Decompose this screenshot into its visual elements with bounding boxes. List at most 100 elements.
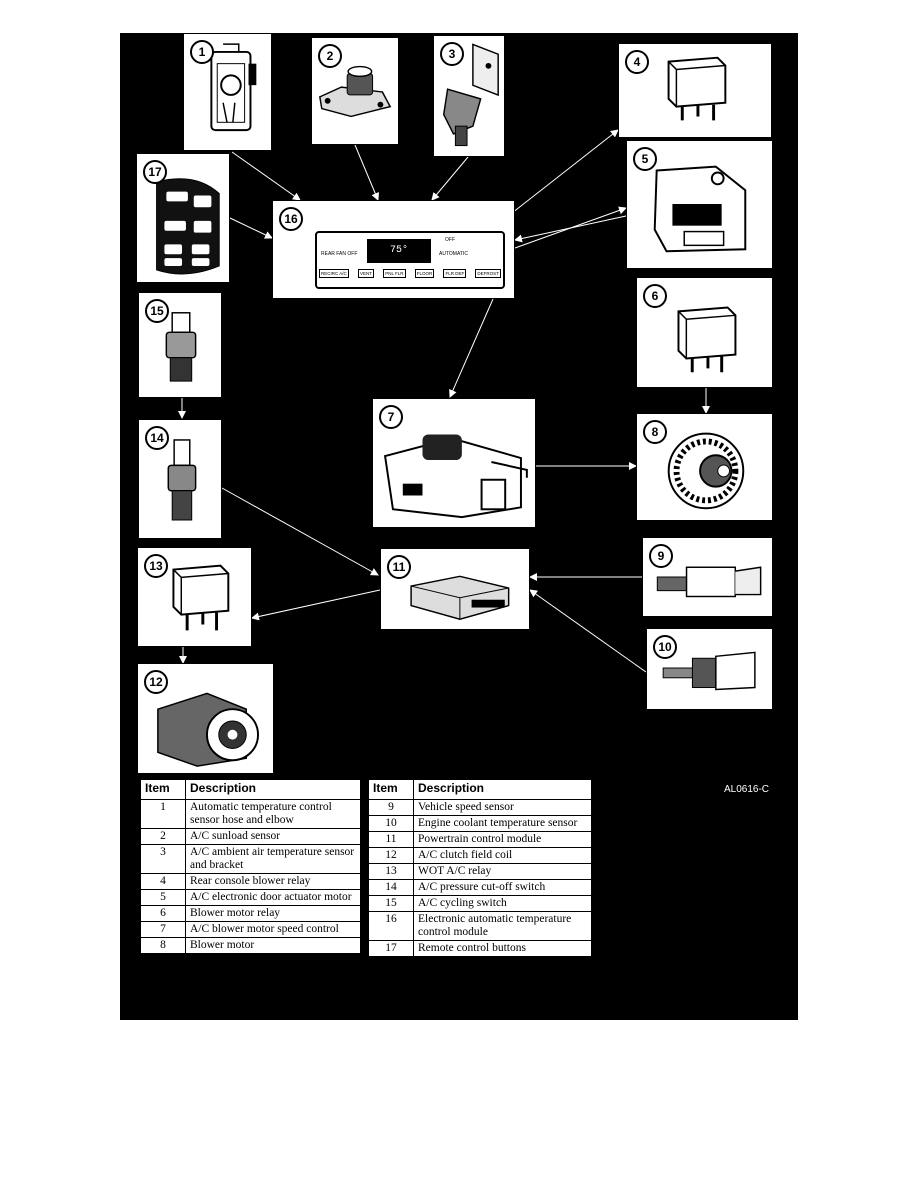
item-description: Blower motor relay xyxy=(185,905,361,922)
mode-button-recirc: RECIRC A/C xyxy=(319,269,349,278)
item-number: 15 xyxy=(368,895,414,912)
remote-buttons-icon xyxy=(156,178,220,275)
mode-button-flr-def: FLR DEF xyxy=(443,269,467,278)
callout-7: 7 xyxy=(379,405,403,429)
coolant-sensor-icon xyxy=(662,651,756,691)
component-8-blower-motor: 8 xyxy=(636,413,773,521)
component-11-pcm: 11 xyxy=(380,548,530,630)
item-description: Electronic automatic temperature control… xyxy=(413,911,592,941)
item-number: 13 xyxy=(368,863,414,880)
item-description: WOT A/C relay xyxy=(413,863,592,880)
callout-8: 8 xyxy=(643,420,667,444)
callout-12: 12 xyxy=(144,670,168,694)
speed-control-icon xyxy=(383,434,528,519)
item-number: 3 xyxy=(140,844,186,874)
item-number: 14 xyxy=(368,879,414,896)
legend-header-row: Item Description xyxy=(368,779,592,800)
callout-14: 14 xyxy=(145,426,169,450)
item-description: A/C sunload sensor xyxy=(185,828,361,845)
arrow-10-to-11 xyxy=(529,589,647,673)
item-description: Powertrain control module xyxy=(413,831,592,848)
component-5-door-actuator: 5 xyxy=(626,140,773,269)
callout-4: 4 xyxy=(625,50,649,74)
component-17-remote-buttons: 17 xyxy=(136,153,230,283)
mode-button-pnl-flr: PNL FLR xyxy=(383,269,406,278)
item-number: 11 xyxy=(368,831,414,848)
callout-1: 1 xyxy=(190,40,214,64)
callout-6: 6 xyxy=(643,284,667,308)
arrow-1-to-16 xyxy=(231,151,301,201)
sunload-sensor-icon xyxy=(319,65,392,118)
item-description: Rear console blower relay xyxy=(185,873,361,890)
ambient-sensor-icon xyxy=(442,43,499,147)
off-button: OFF xyxy=(445,237,455,243)
mode-button-defrost: DEFROST xyxy=(475,269,501,278)
item-description: A/C ambient air temperature sensor and b… xyxy=(185,844,361,874)
item-description: Remote control buttons xyxy=(413,940,592,957)
item-number: 1 xyxy=(140,799,186,829)
item-description: A/C pressure cut-off switch xyxy=(413,879,592,896)
callout-13: 13 xyxy=(144,554,168,578)
arrow-14-to-11 xyxy=(221,487,379,576)
mode-button-floor: FLOOR xyxy=(414,269,435,278)
component-2-sunload-sensor: 2 xyxy=(311,37,399,145)
automatic-button: AUTOMATIC xyxy=(439,251,468,257)
arrow-11-to-13 xyxy=(251,589,381,621)
component-13-wot-relay: 13 xyxy=(137,547,252,647)
cycling-switch-icon xyxy=(165,312,197,382)
relay-icon xyxy=(667,56,727,121)
arrow-17-to-16 xyxy=(229,217,273,239)
item-description: A/C blower motor speed control xyxy=(185,921,361,938)
component-16-control-module: 16 REAR FAN OFF 75° OFF AUTOMATIC RECIRC… xyxy=(272,200,515,299)
callout-3: 3 xyxy=(440,42,464,66)
component-14-pressure-switch: 14 xyxy=(138,419,222,539)
arrow-3-to-16 xyxy=(431,156,469,201)
description-header: Description xyxy=(413,779,592,800)
item-description: Vehicle speed sensor xyxy=(413,799,592,816)
pressure-switch-icon xyxy=(167,439,197,521)
item-number: 17 xyxy=(368,940,414,957)
mode-button-row: RECIRC A/C VENT PNL FLR FLOOR FLR DEF DE… xyxy=(319,269,501,278)
item-header: Item xyxy=(140,779,186,800)
item-number: 6 xyxy=(140,905,186,922)
sensor-hose-icon xyxy=(210,43,257,132)
callout-10: 10 xyxy=(653,635,677,659)
mode-button-vent: VENT xyxy=(357,269,374,278)
item-description: Blower motor xyxy=(185,937,361,954)
item-number: 5 xyxy=(140,889,186,906)
component-3-ambient-sensor: 3 xyxy=(433,35,505,157)
item-number: 16 xyxy=(368,911,414,941)
relay-icon xyxy=(172,564,230,631)
callout-2: 2 xyxy=(318,44,342,68)
callout-17: 17 xyxy=(143,160,167,184)
callout-5: 5 xyxy=(633,147,657,171)
component-15-cycling-switch: 15 xyxy=(138,292,222,398)
callout-9: 9 xyxy=(649,544,673,568)
control-panel-face: REAR FAN OFF 75° OFF AUTOMATIC RECIRC A/… xyxy=(315,231,505,289)
item-number: 8 xyxy=(140,937,186,954)
relay-icon xyxy=(677,306,737,373)
item-number: 4 xyxy=(140,873,186,890)
item-number: 9 xyxy=(368,799,414,816)
blower-motor-icon xyxy=(667,432,745,510)
legend-header-row: Item Description xyxy=(140,779,361,800)
arrow-16-to-4 xyxy=(511,129,619,214)
arrow-5-to-16 xyxy=(514,215,627,243)
component-10-ect-sensor: 10 xyxy=(646,628,773,710)
component-7-blower-speed-control: 7 xyxy=(372,398,536,528)
item-number: 12 xyxy=(368,847,414,864)
rear-fan-off-button: REAR FAN OFF xyxy=(321,251,358,257)
